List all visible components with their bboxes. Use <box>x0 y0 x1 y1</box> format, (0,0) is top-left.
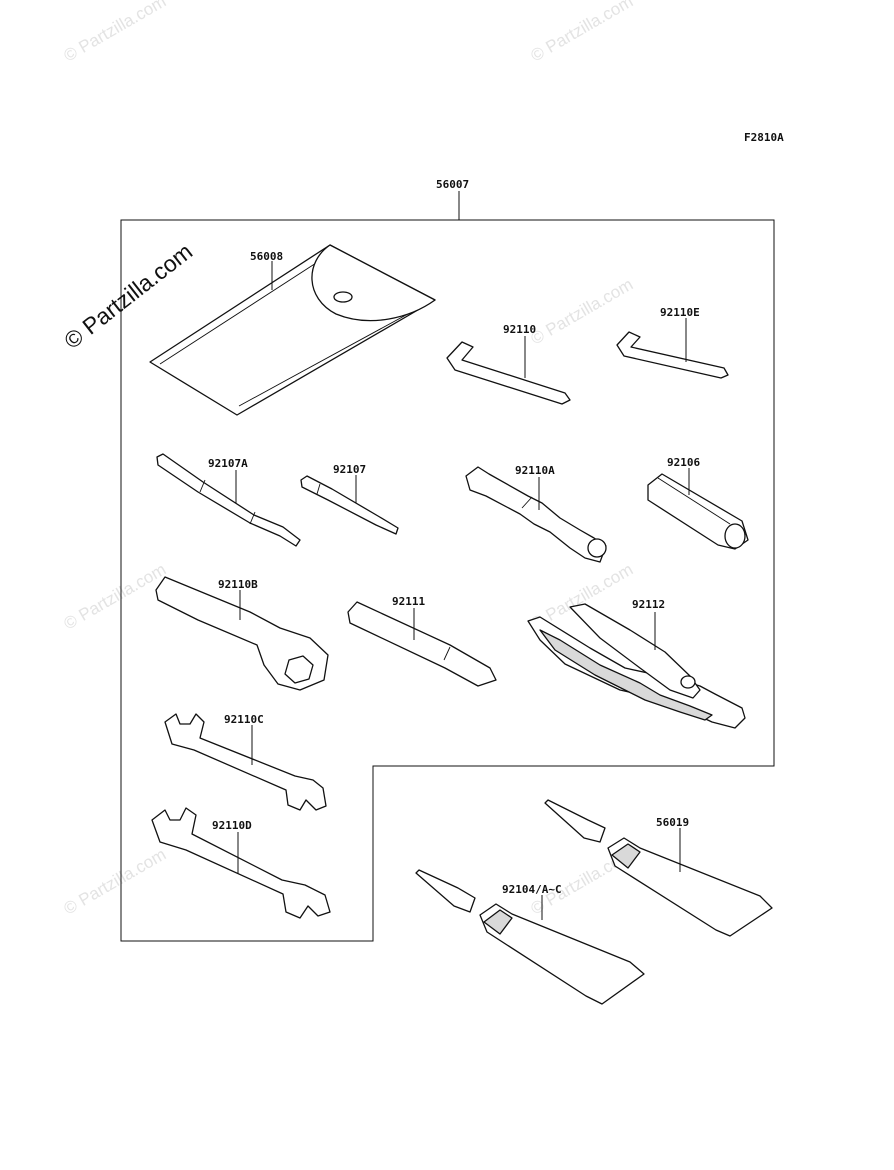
figure-code: F2810A <box>744 131 784 144</box>
watermark: © Partzilla.com <box>528 275 637 349</box>
part-label-hex-wrench-s: 92110E <box>660 306 700 319</box>
part-label-extension-bar: 92111 <box>392 595 425 608</box>
handle-bar: 92106 <box>647 456 749 550</box>
part-label-screwdriver-a: 92107A <box>208 457 248 470</box>
part-label-handle-bar: 92106 <box>667 456 700 469</box>
part-label-box-wrench: 92110B <box>218 578 258 591</box>
screwdriver: 92107 <box>300 463 399 535</box>
hex-wrench-large: 92110 <box>446 323 571 405</box>
spark-plug-wrench: 92110A <box>465 464 607 563</box>
part-label-pouch: 56008 <box>250 250 283 263</box>
box-wrench: 92110B <box>155 576 329 691</box>
watermark: © Partzilla.com <box>528 0 637 65</box>
screwdriver-a: 92107A <box>156 453 301 547</box>
watermark: © Partzilla.com <box>61 0 170 65</box>
hex-wrench-small: 92110E <box>616 306 729 379</box>
pliers: 92112 <box>527 598 746 729</box>
part-label-open-wrench-c: 92110C <box>224 713 264 726</box>
tool-pouch: 56008 <box>149 244 436 416</box>
watermark: © Partzilla.com <box>61 560 170 634</box>
watermark-layer: © Partzilla.com © Partzilla.com © Partzi… <box>59 0 636 918</box>
part-label-kit: 56007 <box>436 178 469 191</box>
sealant-tube: 92104/A~C <box>415 869 645 1005</box>
watermark-main: © Partzilla.com <box>59 238 197 354</box>
part-label-open-wrench-d: 92110D <box>212 819 252 832</box>
watermark: © Partzilla.com <box>61 845 170 919</box>
open-wrench-c: 92110C <box>164 713 327 811</box>
open-wrench-d: 92110D <box>151 807 331 919</box>
part-label-hex-wrench-l: 92110 <box>503 323 536 336</box>
part-label-sealant-tube: 92104/A~C <box>502 883 562 896</box>
part-label-screwdriver: 92107 <box>333 463 366 476</box>
part-label-pliers: 92112 <box>632 598 665 611</box>
extension-bar: 92111 <box>347 595 497 687</box>
grease-tube: 56019 <box>544 799 773 937</box>
part-label-spark-plug-wrench: 92110A <box>515 464 555 477</box>
part-label-grease-tube: 56019 <box>656 816 689 829</box>
kit-outline <box>120 219 775 942</box>
